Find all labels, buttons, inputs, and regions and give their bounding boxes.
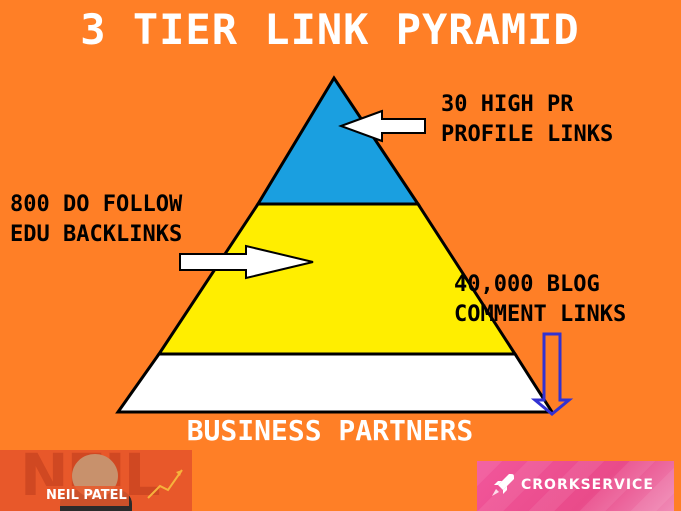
tier-bottom-label-line1: 40,000 BLOG <box>454 272 600 297</box>
neil-patel-logo: NEIL NEIL PATEL <box>0 450 192 511</box>
tier-top <box>255 75 421 206</box>
trend-arrow-icon <box>147 469 183 499</box>
tier-middle-label: 800 DO FOLLOW EDU BACKLINKS <box>10 190 182 250</box>
tier-bottom <box>115 352 555 414</box>
tier-top-label-line1: 30 HIGH PR <box>441 92 574 117</box>
crorkservice-logo: CRORKSERVICE <box>477 461 674 511</box>
arrow-bottom-icon <box>530 332 574 416</box>
page-title: 3 TIER LINK PYRAMID <box>80 5 580 54</box>
footer-caption: BUSINESS PARTNERS <box>186 414 474 447</box>
crorkservice-name: CRORKSERVICE <box>521 477 654 493</box>
tier-top-label-line2: PROFILE LINKS <box>441 122 614 147</box>
rocket-icon <box>492 474 514 496</box>
neil-patel-name: NEIL PATEL <box>44 486 129 506</box>
arrow-top-icon <box>338 109 426 143</box>
tier-middle-label-line1: 800 DO FOLLOW <box>10 192 183 217</box>
tier-bottom-label: 40,000 BLOG COMMENT LINKS <box>454 270 626 330</box>
logo-pattern <box>477 461 674 511</box>
tier-middle-label-line2: EDU BACKLINKS <box>10 222 183 247</box>
tier-bottom-label-line2: COMMENT LINKS <box>454 302 627 327</box>
arrow-middle-icon <box>179 244 314 280</box>
tier-top-label: 30 HIGH PR PROFILE LINKS <box>441 90 613 150</box>
